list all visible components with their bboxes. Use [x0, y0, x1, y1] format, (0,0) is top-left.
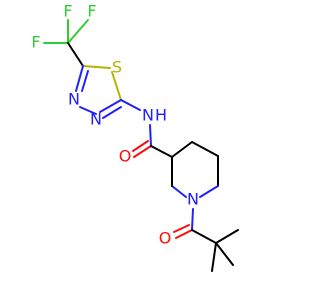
bond-carbonyl-c3	[150, 145, 173, 158]
atom-n3-label: N	[90, 110, 102, 129]
bond-c2-nh	[120, 99, 141, 111]
atom-ring-n-label: N	[187, 190, 199, 209]
bond-c-f3	[67, 19, 89, 44]
atom-f3-label: F	[87, 2, 96, 21]
bond-c-o-amide	[133, 145, 152, 158]
atom-s-label: S	[112, 58, 122, 77]
atom-f2-label: F	[63, 2, 72, 21]
bond-cacyl-o	[175, 229, 193, 239]
bond-c5-s	[82, 65, 111, 69]
bond-cq-me3	[211, 242, 217, 272]
atom-n4-label: N	[68, 90, 80, 109]
bond-cq-me1	[215, 229, 239, 244]
atom-label-layer: F F F S N N N H O N O	[31, 2, 199, 248]
bond-cq-me2	[215, 242, 234, 266]
bond-n3-c2	[99, 99, 122, 113]
atom-amide-n-label: N	[142, 106, 154, 125]
atom-f1-label: F	[31, 33, 40, 52]
bond-cacyl-o-double	[173, 224, 190, 233]
bond-cacyl-cq	[191, 229, 217, 244]
bond-c6-n1	[199, 185, 219, 198]
bond-nh-ccarbonyl	[149, 124, 152, 147]
bond-cf3-ring	[67, 42, 84, 67]
bond-s-c2	[111, 71, 122, 101]
bond-n3-c2-double	[102, 106, 122, 119]
atom-acyl-o-label: O	[159, 229, 172, 248]
bond-c5-n4	[75, 65, 84, 92]
bond-n1-c2	[171, 185, 187, 198]
bond-n1-cacyl	[191, 208, 194, 231]
bond-c-o-amide-double	[132, 140, 149, 152]
bond-n4-n3	[79, 106, 97, 115]
atom-amide-h-label: H	[155, 106, 167, 125]
bond-c3-c4	[171, 141, 193, 158]
molecule-diagram: F F F S N N N H O N O	[31, 2, 239, 272]
bond-layer	[43, 19, 239, 272]
bond-c5-n4-double	[81, 70, 89, 92]
atom-amide-o-label: O	[119, 147, 132, 166]
bond-c4-c5	[191, 141, 219, 157]
